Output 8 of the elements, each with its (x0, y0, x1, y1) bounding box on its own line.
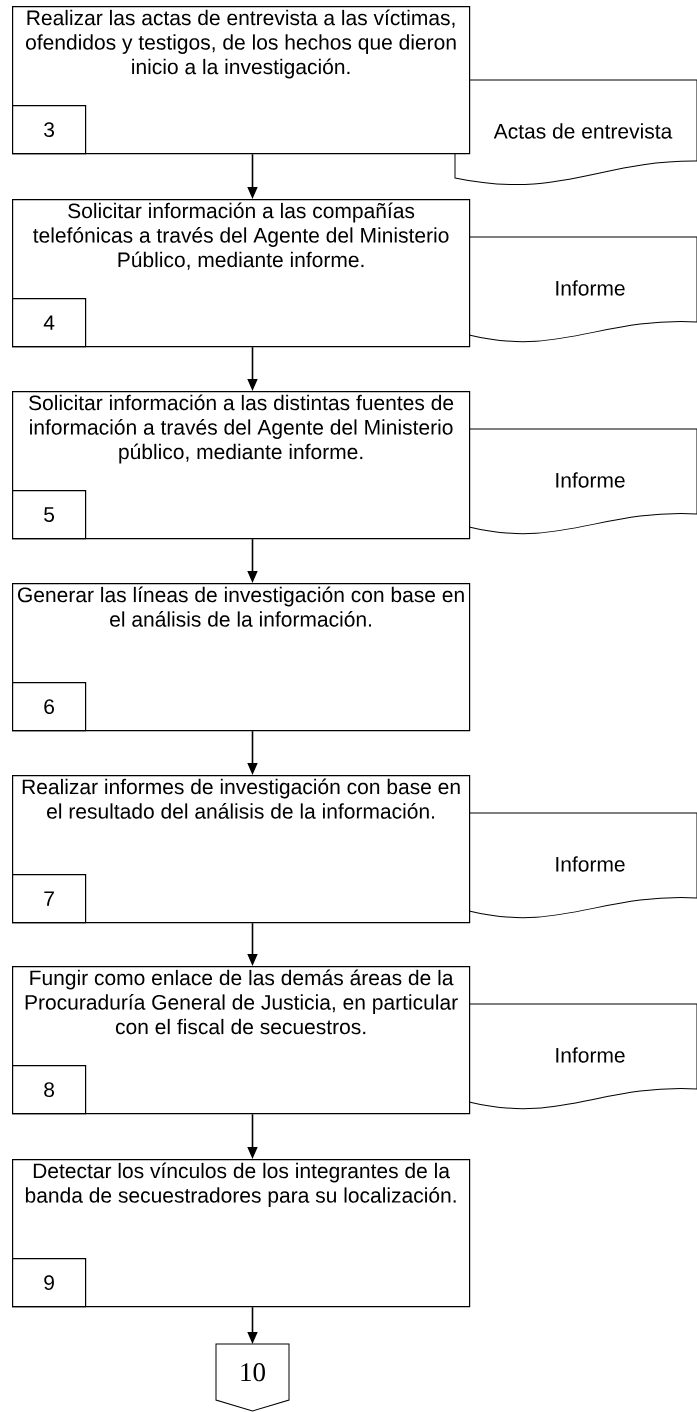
step-number-box: 3 (12, 105, 87, 155)
step-number-box: 4 (12, 298, 87, 348)
off-page-connector: 10 (215, 1343, 290, 1412)
step-number-box: 5 (12, 490, 87, 540)
step-number-box: 8 (12, 1065, 87, 1115)
step-number-box: 6 (12, 682, 87, 732)
step-number-box: 9 (12, 1258, 87, 1308)
step-number-box: 7 (12, 874, 87, 924)
